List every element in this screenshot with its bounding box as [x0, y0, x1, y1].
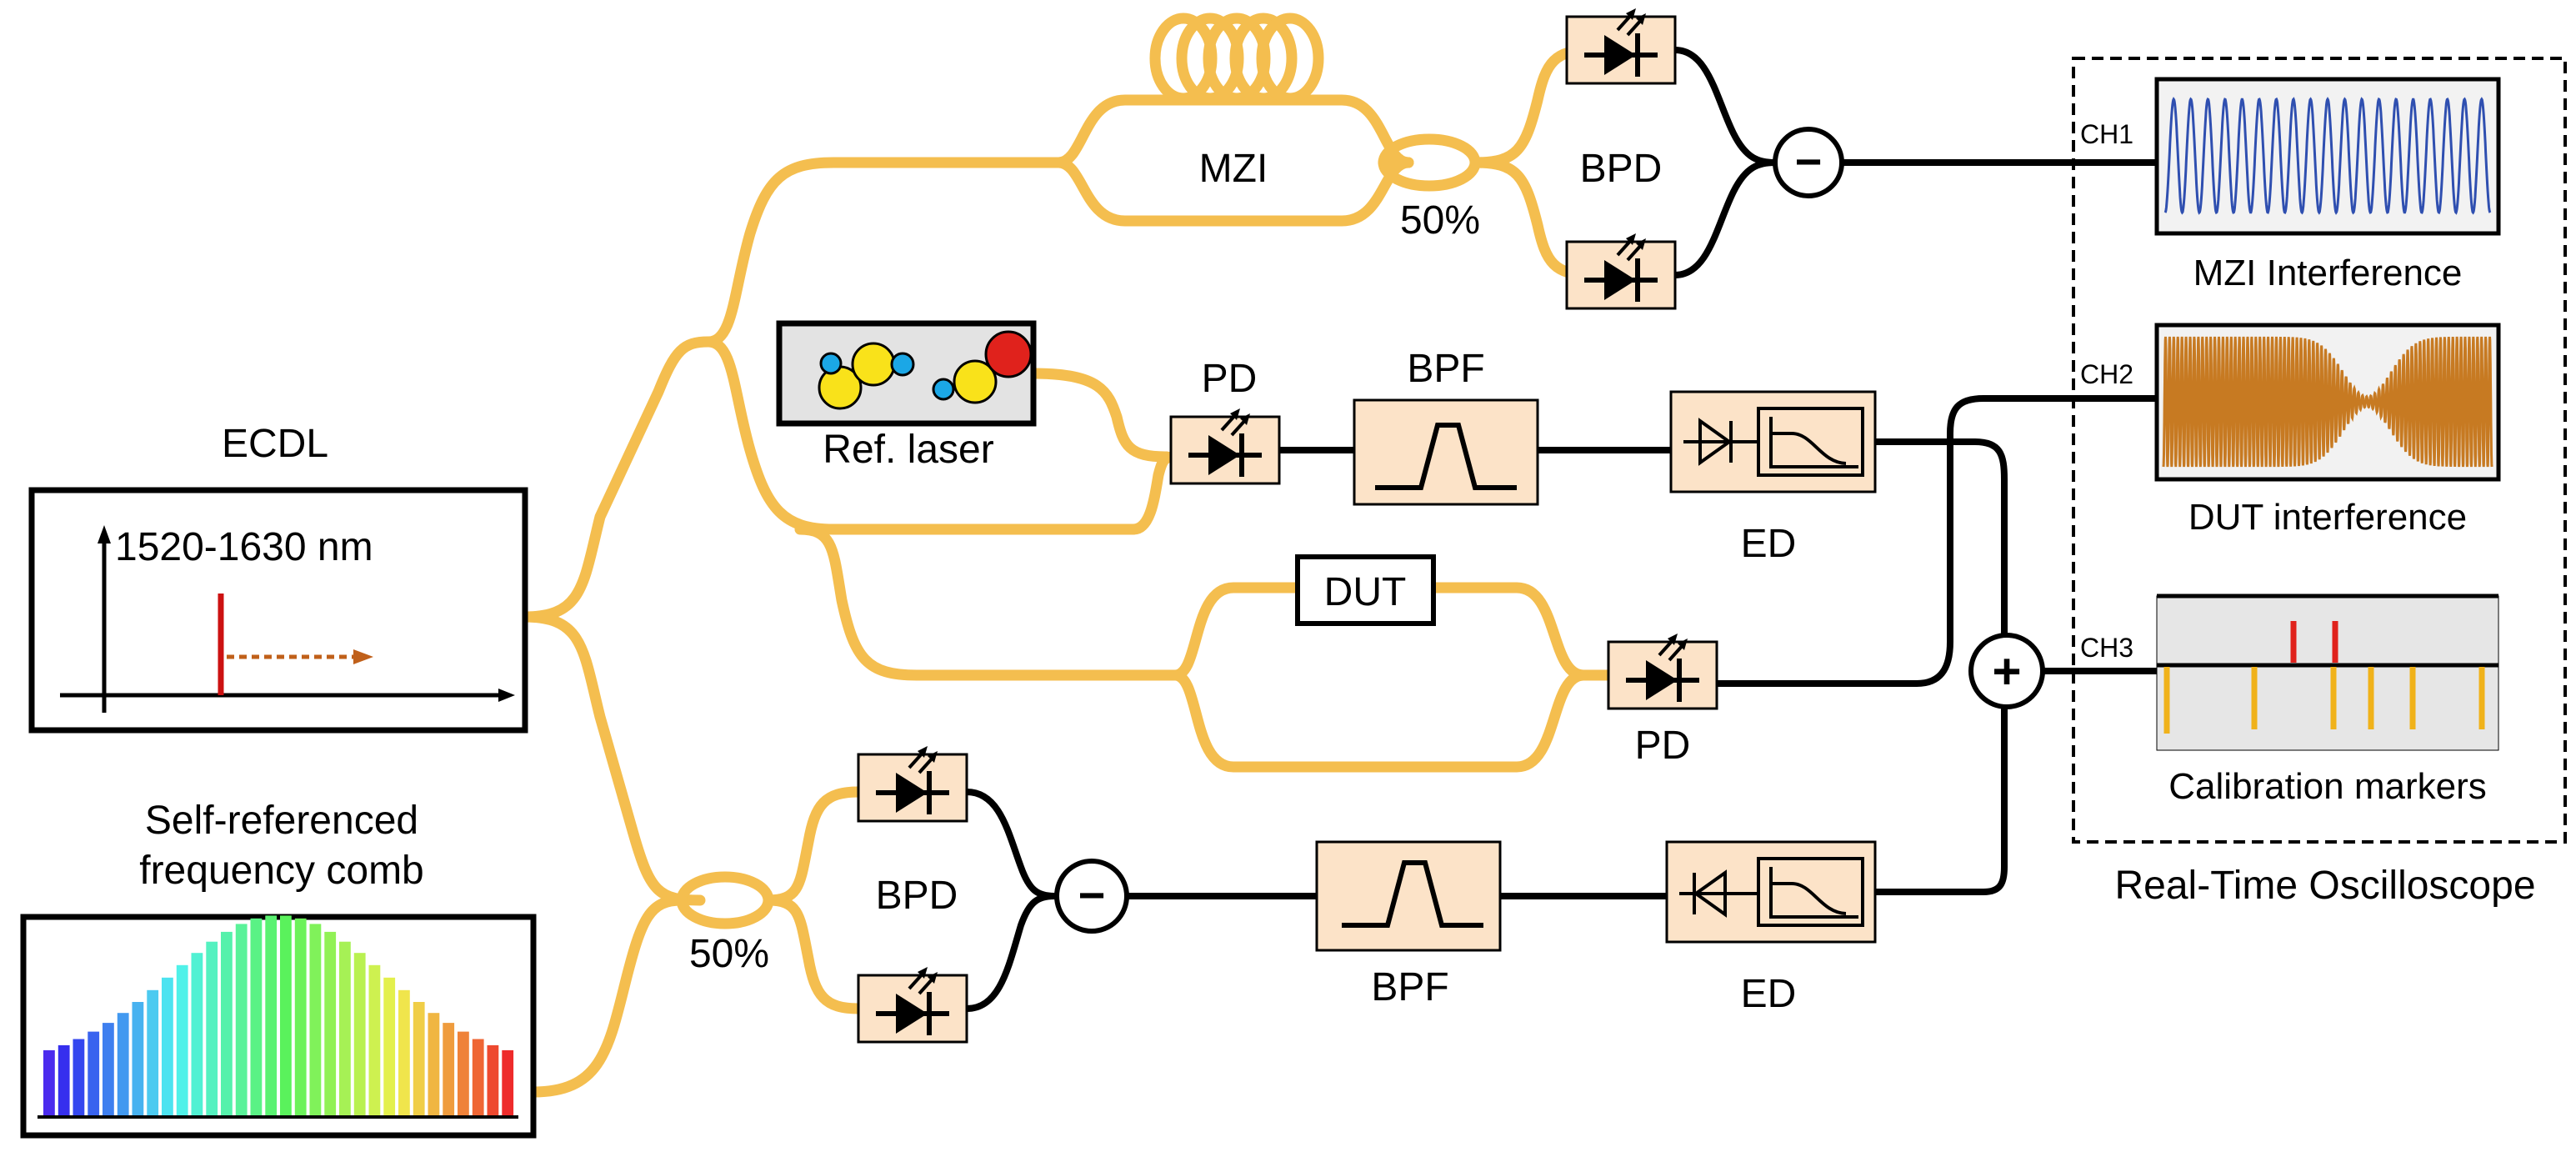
comb-line — [103, 1023, 114, 1115]
pd-dut-label: PD — [1635, 724, 1691, 768]
ed-bottom: ED — [1665, 840, 1877, 1016]
bpf-top: BPF — [1353, 347, 1539, 506]
pd-ref-label: PD — [1202, 357, 1258, 401]
pd-dut: PD — [1607, 634, 1718, 768]
electrical-wires — [963, 47, 2162, 1012]
frequency-comb-block: Self-referenced frequency comb — [20, 799, 537, 1139]
comb-line — [132, 1002, 144, 1115]
comb-line — [73, 1039, 85, 1115]
fiber-network — [519, 13, 1623, 1098]
bpd-bottom-label: BPD — [876, 874, 958, 918]
mzi-label: MZI — [1199, 147, 1268, 191]
bpf-bottom: BPF — [1315, 840, 1502, 1009]
comb-line — [428, 1013, 440, 1115]
comb-label-line2: frequency comb — [139, 849, 424, 893]
dut-label: DUT — [1324, 570, 1407, 614]
envelope-detector-icon — [1679, 857, 1864, 927]
comb-line — [458, 1031, 469, 1115]
bandpass-filter-icon — [1342, 860, 1483, 928]
comb-line — [43, 1049, 55, 1115]
bpf-bottom-label: BPF — [1371, 965, 1448, 1009]
bpd-bottom: BPD — [857, 746, 968, 1044]
oscilloscope-block: CH1 MZI Interference CH2 DUT interferenc… — [2072, 57, 2567, 908]
comb-line — [117, 1013, 129, 1115]
trace1-label: MZI Interference — [2193, 253, 2463, 293]
comb-line — [235, 924, 248, 1115]
comb-line — [88, 1031, 100, 1115]
comb-line — [176, 964, 188, 1115]
bpd-top: BPD — [1565, 8, 1677, 310]
comb-line — [147, 989, 159, 1115]
comb-line — [265, 915, 278, 1115]
ecdl-block: ECDL 1520-1630 nm — [28, 422, 528, 734]
trace3-label: Calibration markers — [2168, 766, 2486, 807]
ed-top-label: ED — [1741, 522, 1797, 566]
pd-ref: PD — [1169, 357, 1281, 485]
comb-line — [206, 941, 218, 1115]
ch3-label: CH3 — [2080, 633, 2133, 663]
ch2-label: CH2 — [2080, 359, 2133, 389]
ed-bottom-label: ED — [1741, 972, 1797, 1016]
plus-symbol: + — [1992, 644, 2021, 699]
dut-trace — [2162, 336, 2493, 468]
calibration-markers — [2163, 621, 2485, 734]
minus-bottom-symbol: − — [1078, 869, 1106, 921]
bpf-top-label: BPF — [1407, 347, 1484, 391]
comb-line — [162, 977, 173, 1115]
comb-line — [487, 1044, 499, 1115]
comb-line — [294, 918, 307, 1115]
ecdl-spectrum-icon — [60, 525, 515, 713]
mzi-trace — [2163, 97, 2492, 215]
comb-line — [280, 915, 292, 1115]
ch1-label: CH1 — [2080, 119, 2133, 149]
fiber-coil-icon — [1149, 13, 1324, 104]
minus-top-node: − — [1773, 127, 1844, 198]
minus-top-symbol: − — [1795, 135, 1823, 188]
comb-line — [368, 964, 381, 1115]
comb-line — [58, 1044, 70, 1115]
comb-line — [221, 931, 233, 1115]
comb-spectrum-icon — [43, 915, 514, 1115]
comb-line — [398, 989, 410, 1115]
reference-laser-block: Ref. laser — [776, 320, 1037, 472]
comb-line — [309, 924, 322, 1115]
bpd-top-label: BPD — [1580, 147, 1663, 191]
bandpass-filter-icon — [1375, 423, 1517, 490]
comb-line — [383, 977, 396, 1115]
comb-line — [502, 1049, 514, 1115]
comb-line — [472, 1039, 484, 1115]
minus-bottom-node: − — [1054, 859, 1129, 934]
comb-label-line1: Self-referenced — [145, 799, 418, 843]
splitter-top-label: 50% — [1400, 198, 1480, 243]
comb-line — [339, 941, 351, 1115]
trace2-label: DUT interference — [2188, 497, 2467, 538]
comb-line — [443, 1023, 455, 1115]
splitter-bottom-label: 50% — [689, 932, 769, 976]
ref-laser-label: Ref. laser — [823, 428, 993, 472]
envelope-detector-icon — [1683, 407, 1864, 477]
comb-line — [413, 1002, 425, 1115]
ecdl-range-label: 1520-1630 nm — [115, 525, 373, 569]
dut-block: DUT — [1295, 554, 1436, 626]
plus-node: + — [1968, 633, 2045, 709]
ed-top: ED — [1669, 390, 1877, 566]
oscilloscope-label: Real-Time Oscilloscope — [2114, 864, 2535, 908]
comb-line — [324, 931, 337, 1115]
comb-line — [250, 918, 263, 1115]
ecdl-label: ECDL — [222, 422, 328, 466]
comb-line — [353, 953, 366, 1115]
comb-line — [191, 953, 203, 1115]
